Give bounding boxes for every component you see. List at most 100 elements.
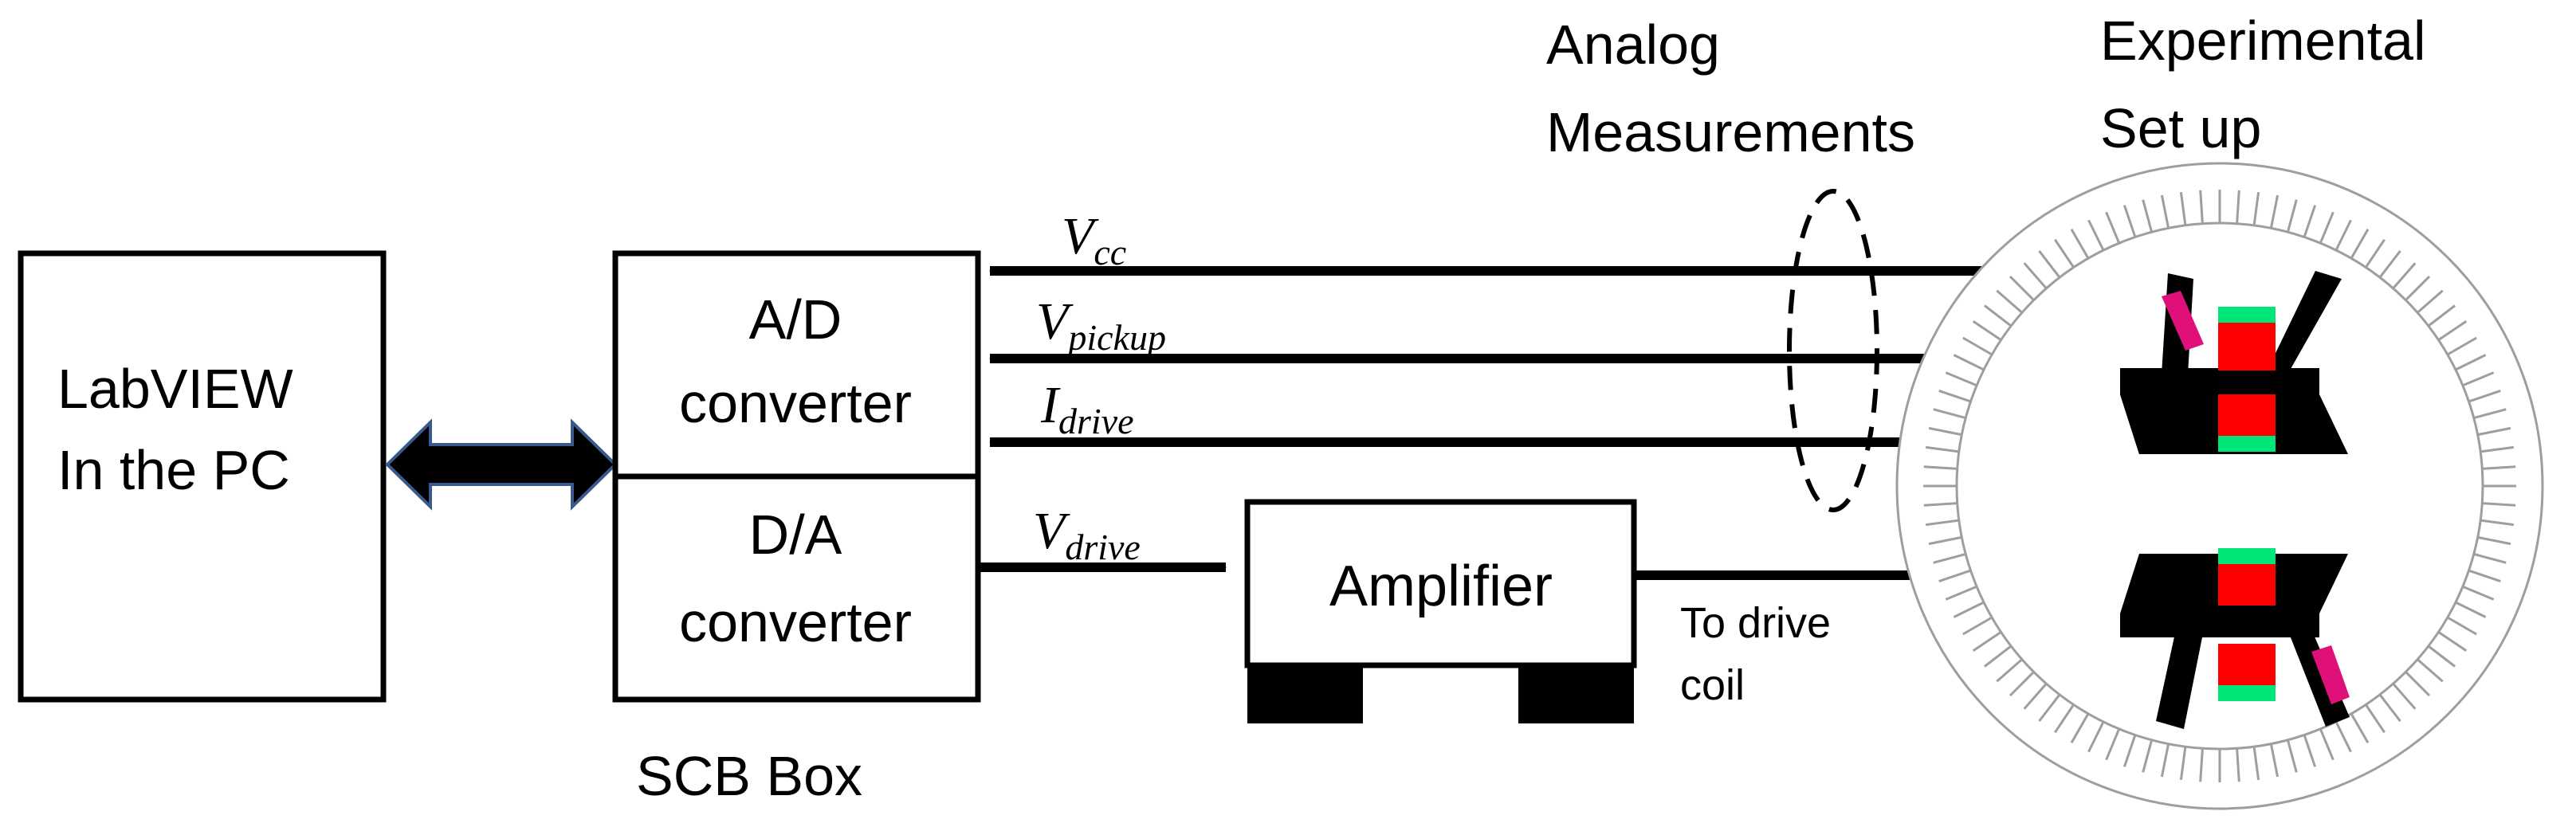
stator-tooth: [2054, 704, 2075, 734]
stator-tooth: [2236, 190, 2240, 224]
stator-tooth: [1928, 426, 1962, 437]
analog-label-line2: Measurements: [1546, 101, 1915, 163]
stator-tooth: [2427, 304, 2456, 327]
stator-tooth: [2023, 262, 2048, 289]
stator-tooth: [2303, 205, 2317, 237]
idrive-label: Idrive: [1040, 376, 1134, 441]
stator-tooth: [2087, 219, 2105, 251]
stator-tooth: [2009, 275, 2035, 301]
stator-tooth: [1926, 519, 1959, 527]
stator-tooth: [2468, 569, 2501, 583]
drive-note-line1: To drive: [1680, 599, 1831, 647]
stator-tooth: [2447, 336, 2477, 356]
stator-tooth: [2269, 194, 2280, 229]
stator-tooth: [2160, 743, 2170, 778]
stator-tooth: [1996, 289, 2023, 314]
stator-tooth: [2142, 739, 2154, 773]
stator-tooth: [1962, 616, 1993, 636]
stator-tooth: [2378, 249, 2401, 279]
stator-tooth: [1923, 502, 1958, 507]
stator-tooth: [1983, 645, 2012, 668]
amplifier-block: Amplifier: [1244, 499, 1637, 723]
stator-tooth: [2482, 465, 2516, 470]
stator-tooth: [2199, 748, 2204, 782]
stator-tooth: [2365, 238, 2386, 269]
stator-tooth: [1953, 354, 1985, 371]
stator-tooth: [2160, 194, 2170, 229]
stator-outer-ring: [1895, 162, 2544, 810]
stator-tooth: [2392, 262, 2417, 289]
lower-pole-tip-top: [2218, 548, 2276, 564]
upper-pole-tip-bottom: [2218, 436, 2276, 452]
stator-tooth: [1938, 569, 1971, 583]
stator-tooth: [2468, 389, 2501, 403]
da-label-line2: converter: [679, 591, 912, 653]
stator-tooth: [2480, 445, 2514, 453]
drive-note-line2: coil: [1680, 661, 1745, 709]
stator-tooth: [2350, 229, 2370, 259]
stator-tooth: [2105, 211, 2121, 244]
stator-tooth: [2477, 426, 2511, 437]
upper-pole-tip-top: [2218, 307, 2276, 323]
stator-tooth: [2319, 728, 2334, 761]
stator-tooth: [2038, 693, 2061, 723]
stator-tooth: [2334, 721, 2352, 753]
labview-label-line1: LabVIEW: [57, 358, 293, 420]
stator-tooth: [2179, 192, 2187, 225]
stator-tooth: [1996, 658, 2023, 683]
stator-tooth: [2070, 229, 2090, 259]
lower-pickup-coil: [2311, 645, 2350, 704]
bidirectional-arrow: [385, 418, 618, 511]
stator-tooth: [2462, 585, 2495, 601]
stator-tooth: [2122, 735, 2137, 767]
stator-tooth: [2392, 683, 2417, 710]
upper-magnet-top: [2218, 323, 2276, 370]
setup-label-line2: Set up: [2100, 97, 2261, 159]
stator-tooth: [2199, 190, 2204, 224]
upper-pole: [2120, 271, 2348, 454]
stator-tooth: [2437, 631, 2468, 652]
stator-tooth: [1972, 631, 2002, 652]
stator-tooth: [2252, 192, 2260, 225]
ad-label-line2: converter: [679, 372, 912, 434]
stator-tooth: [2477, 535, 2511, 546]
stator-tooth: [1923, 465, 1958, 470]
analog-measurements-ellipse: [1787, 189, 1879, 512]
stator-tooth: [2236, 748, 2240, 782]
stator-tooth: [2405, 671, 2431, 697]
da-label-line1: D/A: [749, 504, 842, 566]
stator-tooth: [2378, 693, 2401, 723]
stator-tooth: [2365, 704, 2386, 734]
stator-tooth: [2437, 320, 2468, 341]
lower-pole-tip-bottom: [2218, 685, 2276, 701]
upper-pickup-coil: [2162, 291, 2204, 351]
stator-tooth: [2038, 249, 2061, 279]
stator-tooth: [2122, 205, 2137, 237]
stator-tooth: [2417, 658, 2444, 683]
stator-tooth: [2319, 211, 2334, 244]
stator-tooth: [2455, 601, 2487, 618]
lower-pole: [2120, 548, 2350, 729]
stator-tooth: [1945, 371, 1977, 387]
stator-tooth: [2482, 502, 2516, 507]
stator-tooth: [2252, 747, 2260, 780]
stator-tooth: [2009, 671, 2035, 697]
amplifier-foot-left: [1247, 668, 1363, 723]
stator-tooth: [1945, 585, 1977, 601]
stator-tooth: [1926, 445, 1959, 453]
stator-tooth: [2480, 519, 2514, 527]
vcc-label: Vcc: [1062, 207, 1126, 272]
stator-tooth: [2105, 728, 2121, 761]
stator-tooth: [1962, 336, 1993, 356]
stator-teeth: [1923, 190, 2516, 782]
vdrive-label: Vdrive: [1033, 502, 1141, 567]
experimental-setup: [1895, 162, 2544, 810]
stator-tooth: [2334, 219, 2352, 251]
lower-magnet-bottom: [2218, 644, 2276, 685]
stator-tooth: [1933, 408, 1966, 420]
ad-label-line1: A/D: [749, 288, 842, 351]
setup-label-line1: Experimental: [2100, 10, 2426, 72]
stator-tooth: [2269, 743, 2280, 778]
lower-magnet-top: [2218, 564, 2276, 606]
